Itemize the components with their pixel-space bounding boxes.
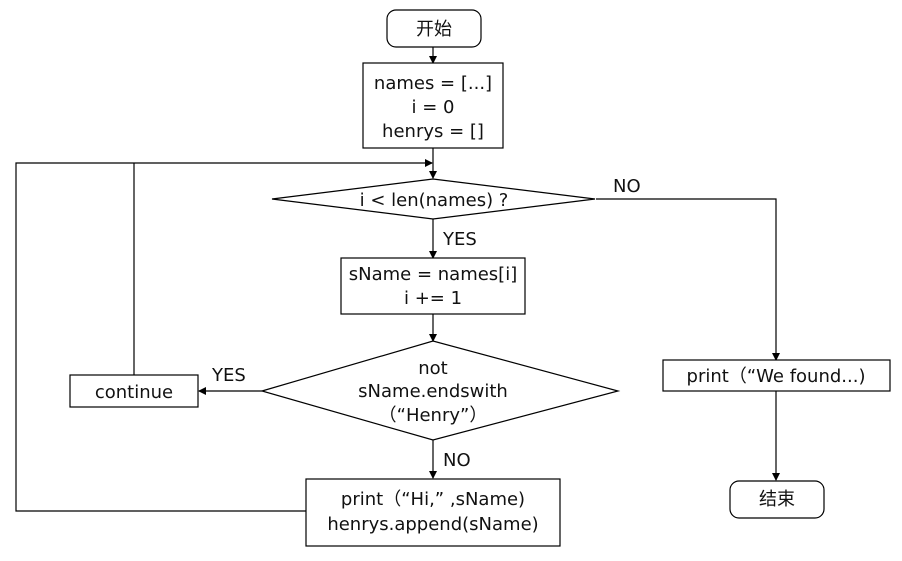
check-yes-label: YES <box>211 365 246 386</box>
arrow-condition-no <box>596 198 780 361</box>
start-node: 开始 <box>386 9 482 48</box>
loop-condition-decision <box>271 178 596 220</box>
init-line-3: henrys = [] <box>382 121 484 142</box>
loop-condition-label: i < len(names) ? <box>360 190 509 211</box>
end-terminal <box>729 480 825 519</box>
append-line-1: print（“Hi,” ,sName) <box>341 489 525 510</box>
check-condition-line-2: sName.endswith <box>358 381 508 402</box>
append-line-2: henrys.append(sName) <box>327 514 538 535</box>
loop-body-process <box>340 257 526 315</box>
check-condition-line-3: （“Henry”） <box>379 405 488 426</box>
continue-label: continue <box>95 382 173 403</box>
end-node: 结束 <box>729 480 825 519</box>
loop-yes-label: YES <box>442 229 477 250</box>
init-process <box>362 62 504 149</box>
line-append-loop <box>15 159 433 512</box>
check-no-label: NO <box>443 450 471 471</box>
continue-process <box>69 374 199 408</box>
init-line-1: names = [...] <box>374 73 492 94</box>
start-terminal <box>386 9 482 48</box>
check-condition-line-1: not <box>418 358 447 379</box>
loop-body-line-1: sName = names[i] <box>349 264 517 285</box>
connectors <box>15 47 780 512</box>
loop-condition-node: i < len(names) ? <box>271 178 596 220</box>
init-line-2: i = 0 <box>412 97 455 118</box>
check-condition-node: not sName.endswith （“Henry”） <box>259 340 621 441</box>
init-node: names = [...] i = 0 henrys = [] <box>362 62 504 149</box>
append-node: print（“Hi,” ,sName) henrys.append(sName) <box>305 478 561 547</box>
branch-labels: NO YES YES NO <box>211 176 641 471</box>
loop-no-label: NO <box>613 176 641 197</box>
start-label: 开始 <box>416 19 452 40</box>
print-found-node: print（“We found...) <box>662 359 891 392</box>
check-condition-decision <box>259 340 621 441</box>
end-label: 结束 <box>759 489 795 510</box>
print-found-label: print（“We found...) <box>687 366 866 387</box>
print-found-process <box>662 359 891 392</box>
continue-node: continue <box>69 374 199 408</box>
loop-body-line-2: i += 1 <box>404 288 462 309</box>
loop-body-node: sName = names[i] i += 1 <box>340 257 526 315</box>
append-process <box>305 478 561 547</box>
